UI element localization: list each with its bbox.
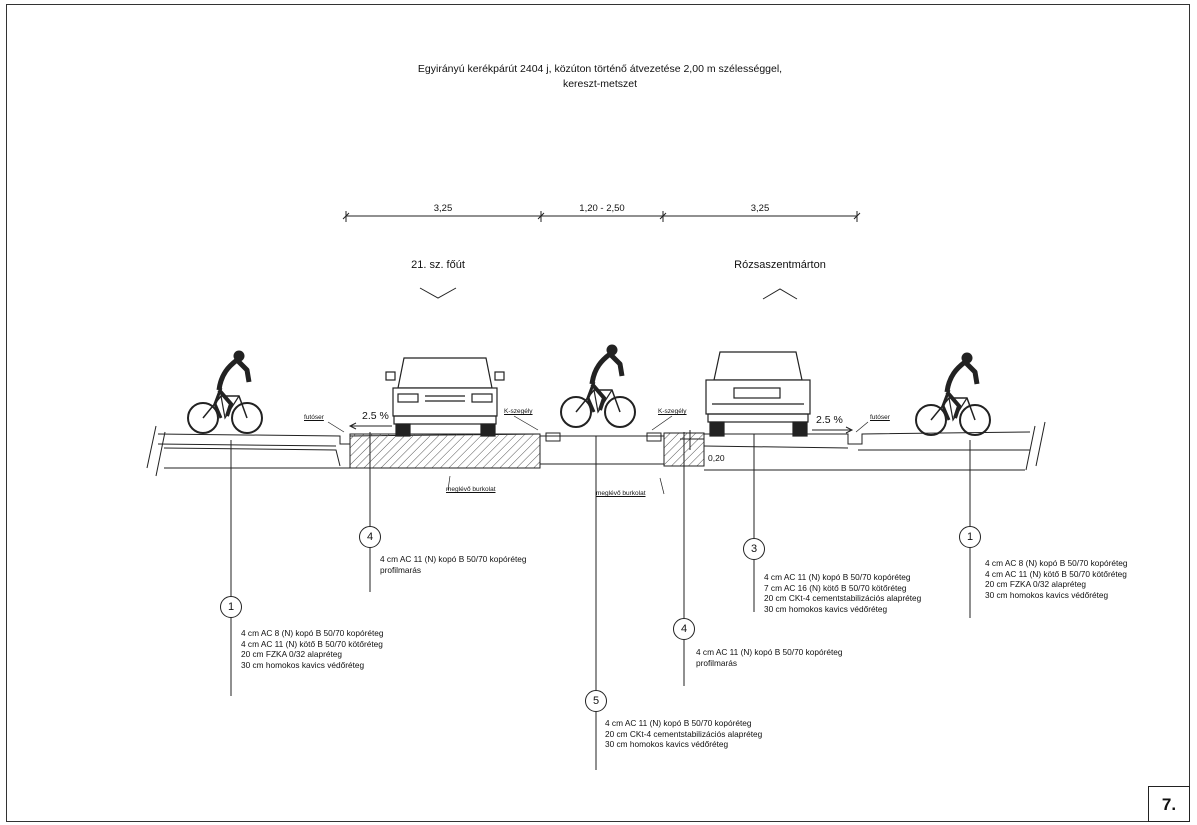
layer-spec-3: 4 cm AC 11 (N) kopó B 50/70 kopóréteg 7 … bbox=[764, 572, 921, 614]
spec-line: 30 cm homokos kavics védőréteg bbox=[764, 603, 888, 614]
meglevo-burkolat-right: meglévő burkolat bbox=[596, 490, 646, 497]
callout-number: 1 bbox=[220, 596, 242, 618]
layer-spec-4-right: 4 cm AC 11 (N) kopó B 50/70 kopóréteg pr… bbox=[696, 647, 843, 668]
spec-line: 30 cm homokos kavics védőréteg bbox=[985, 589, 1109, 600]
spec-line: 4 cm AC 8 (N) kopó B 50/70 kopóréteg bbox=[241, 628, 384, 638]
car-rear bbox=[705, 351, 811, 437]
spec-line: 7 cm AC 16 (N) kötő B 50/70 kötőréteg bbox=[764, 582, 907, 593]
road-surface bbox=[146, 421, 1046, 477]
car-front bbox=[385, 357, 505, 437]
title-line-2: kereszt-metszet bbox=[562, 78, 638, 90]
dimension-label-2: 1,20 - 2,50 bbox=[579, 203, 625, 214]
spec-line: 4 cm AC 11 (N) kötő B 50/70 kötőréteg bbox=[985, 568, 1127, 579]
cyclist-center bbox=[561, 345, 635, 428]
spec-line: 4 cm AC 8 (N) kopó B 50/70 kopóréteg bbox=[985, 558, 1128, 568]
dimension-label-3: 3,25 bbox=[750, 203, 770, 214]
spec-line: 4 cm AC 11 (N) kopó B 50/70 kopóréteg bbox=[696, 647, 843, 657]
drawing-frame bbox=[6, 4, 1190, 822]
dim-020-label: 0,20 bbox=[708, 453, 725, 463]
spec-line: profilmarás bbox=[696, 657, 738, 668]
direction-left: 21. sz. főút bbox=[411, 259, 465, 271]
spec-line: 20 cm CKt-4 cementstabilizációs alapréte… bbox=[764, 593, 922, 604]
kszegely-left-label: K-szegély bbox=[504, 408, 533, 415]
direction-right: Rózsaszentmárton bbox=[734, 259, 826, 271]
cyclist-right bbox=[916, 353, 990, 436]
chevron-up-icon bbox=[762, 288, 798, 300]
futoser-right-label: futóser bbox=[870, 414, 890, 421]
spec-line: 4 cm AC 11 (N) kopó B 50/70 kopóréteg bbox=[605, 718, 752, 728]
spec-line: 30 cm homokos kavics védőréteg bbox=[605, 739, 729, 750]
layer-spec-4-left: 4 cm AC 11 (N) kopó B 50/70 kopóréteg pr… bbox=[380, 554, 527, 575]
callout-number: 4 bbox=[673, 618, 695, 640]
callout-number: 3 bbox=[743, 538, 765, 560]
cyclist-left bbox=[188, 351, 262, 434]
meglevo-burkolat-left: meglévő burkolat bbox=[446, 486, 496, 493]
spec-line: 30 cm homokos kavics védőréteg bbox=[241, 659, 365, 670]
label-leaders bbox=[327, 415, 869, 495]
callout-number: 5 bbox=[585, 690, 607, 712]
slope-right: 2.5 % bbox=[816, 414, 843, 426]
callout-number: 1 bbox=[959, 526, 981, 548]
page-number: 7. bbox=[1148, 786, 1190, 822]
callout-number: 4 bbox=[359, 526, 381, 548]
kszegely-right-label: K-szegély bbox=[658, 408, 687, 415]
spec-line: 20 cm CKt-4 cementstabilizációs alapréte… bbox=[605, 728, 763, 739]
callout-lines bbox=[230, 432, 971, 770]
title-line-1: Egyirányú kerékpárút 2404 j, közúton tör… bbox=[417, 63, 783, 75]
spec-line: 20 cm FZKA 0/32 alapréteg bbox=[241, 649, 343, 660]
dimension-line bbox=[342, 211, 861, 222]
spec-line: 4 cm AC 11 (N) kopó B 50/70 kopóréteg bbox=[764, 572, 911, 582]
dimension-label-1: 3,25 bbox=[433, 203, 453, 214]
layer-spec-1-left: 4 cm AC 8 (N) kopó B 50/70 kopóréteg 4 c… bbox=[241, 628, 384, 670]
layer-spec-5: 4 cm AC 11 (N) kopó B 50/70 kopóréteg 20… bbox=[605, 718, 762, 750]
drawing-title: Egyirányú kerékpárút 2404 j, közúton tör… bbox=[300, 62, 900, 92]
futoser-left-label: futóser bbox=[304, 414, 324, 421]
spec-line: 4 cm AC 11 (N) kopó B 50/70 kopóréteg bbox=[380, 554, 527, 564]
layer-spec-1-right: 4 cm AC 8 (N) kopó B 50/70 kopóréteg 4 c… bbox=[985, 558, 1128, 600]
spec-line: profilmarás bbox=[380, 564, 422, 575]
chevron-down-icon bbox=[419, 287, 457, 299]
spec-line: 20 cm FZKA 0/32 alapréteg bbox=[985, 579, 1087, 590]
slope-left: 2.5 % bbox=[362, 410, 389, 422]
spec-line: 4 cm AC 11 (N) kötő B 50/70 kötőréteg bbox=[241, 638, 383, 649]
